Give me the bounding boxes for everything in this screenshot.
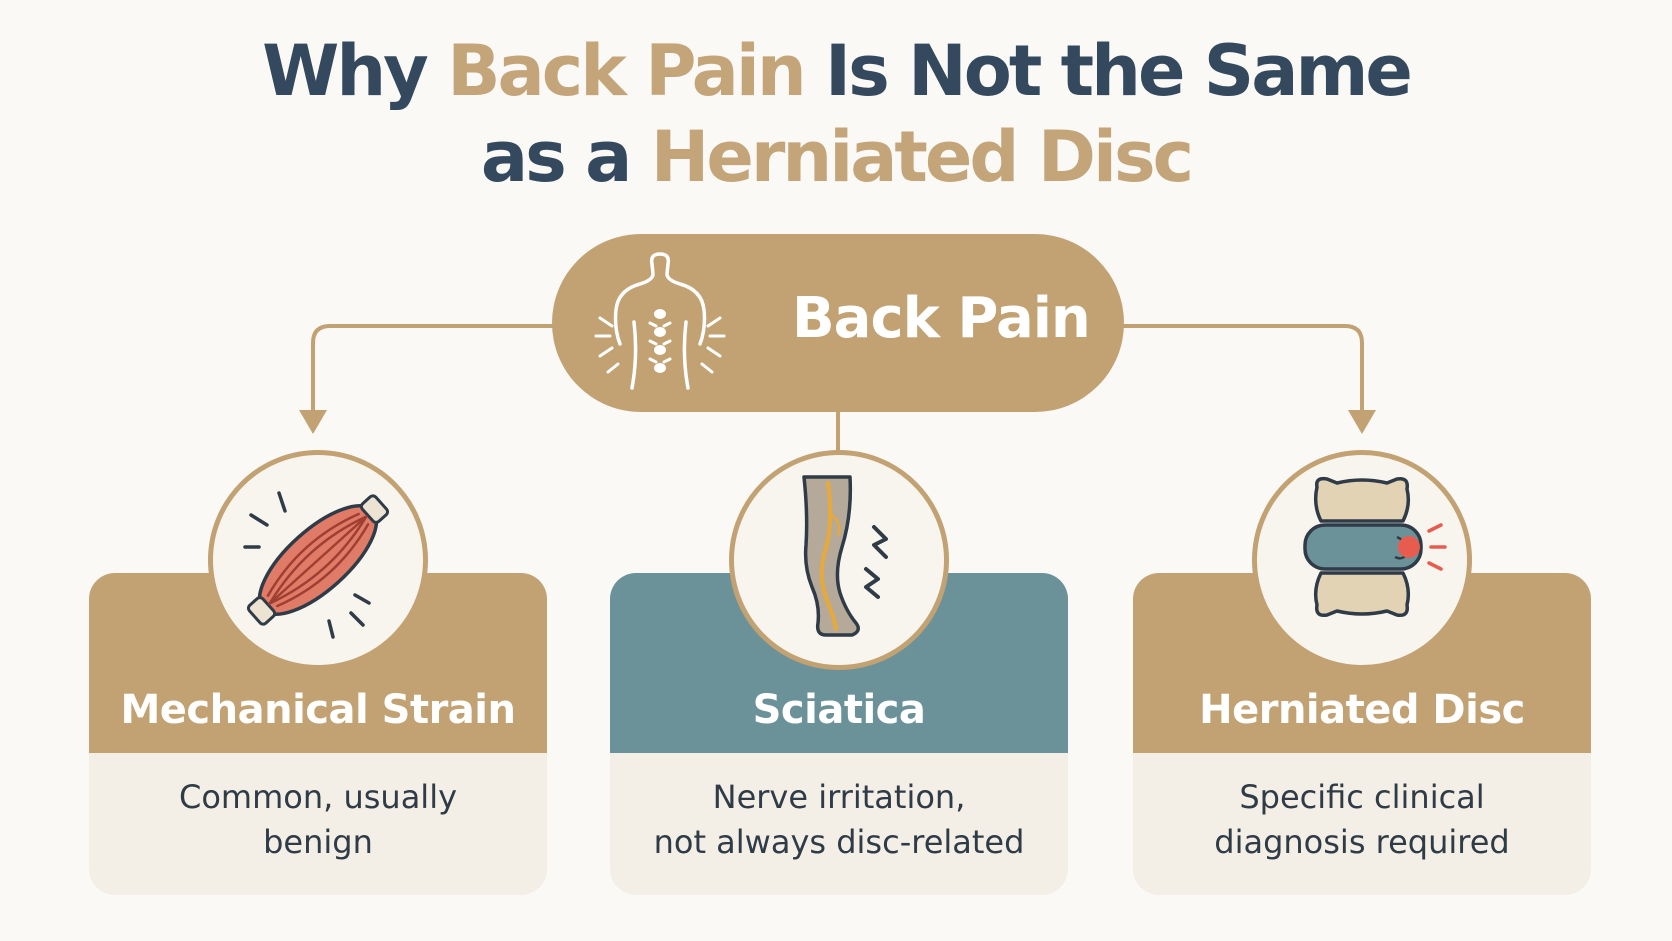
card-sciatica: Sciatica Nerve irritation, not always di… [610, 573, 1068, 895]
back-spine-icon [594, 252, 726, 390]
icon-circle-herniated-disc [1252, 450, 1472, 670]
title-text: Is Not the Same [803, 30, 1413, 112]
card-body: Specific clinical diagnosis required [1133, 753, 1591, 895]
icon-circle-sciatica [729, 450, 949, 670]
muscle-icon [243, 491, 390, 639]
card-body: Common, usually benign [89, 753, 547, 895]
title-accent-back-pain: Back Pain [447, 30, 806, 112]
title-accent-herniated-disc: Herniated Disc [650, 116, 1194, 198]
leg-nerve-icon [802, 475, 888, 637]
card-description: Nerve irritation, not always disc-relate… [653, 778, 1025, 861]
root-label: Back Pain [792, 286, 1091, 351]
card-title: Herniated Disc [1199, 687, 1525, 733]
card-body: Nerve irritation, not always disc-relate… [610, 753, 1068, 895]
spinal-disc-icon [1303, 476, 1447, 618]
card-description: Common, usually benign [178, 778, 458, 861]
card-description: Specific clinical diagnosis required [1214, 778, 1510, 861]
title-text: Why [262, 30, 448, 112]
connector-left [311, 324, 555, 412]
root-node-back-pain: Back Pain [552, 234, 1124, 412]
card-title: Sciatica [752, 687, 926, 733]
connector-right [1121, 324, 1364, 412]
card-title: Mechanical Strain [120, 687, 516, 733]
icon-circle-mechanical-strain [208, 450, 428, 670]
title-text: as a [480, 116, 651, 198]
arrowhead-left [299, 410, 327, 434]
arrowhead-right [1348, 410, 1376, 434]
page-title: Why Back Pain Is Not the Same as a Herni… [0, 28, 1672, 200]
